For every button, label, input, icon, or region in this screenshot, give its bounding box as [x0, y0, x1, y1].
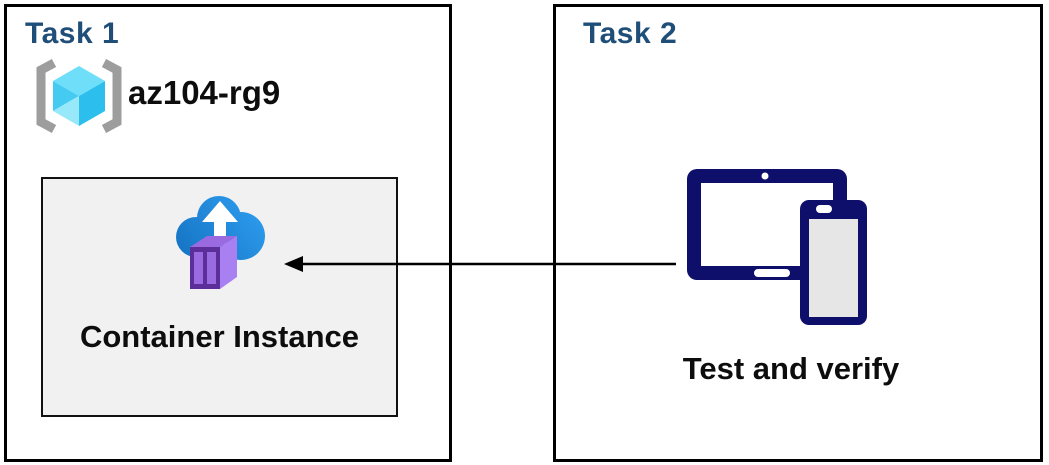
- container-instance-icon: [176, 196, 265, 289]
- right-bracket: [101, 59, 122, 133]
- cube-bottom-left-face: [53, 96, 79, 126]
- left-bracket: [36, 59, 57, 133]
- phone-speaker: [816, 205, 832, 213]
- tablet-and-phone-icon: [687, 169, 867, 325]
- tablet-home-button: [754, 269, 790, 277]
- container-instance-card: Container Instance: [41, 177, 398, 417]
- test-and-verify-label: Test and verify: [682, 351, 900, 386]
- task1-box: Task 1 az104-rg9: [4, 4, 452, 462]
- cube-left-face: [53, 81, 79, 111]
- phone-shape: [800, 200, 867, 325]
- container-box: [190, 236, 237, 289]
- resource-group-icon: [36, 59, 122, 133]
- task2-box: Task 2 Test and verify: [553, 4, 1043, 462]
- cube-right-face: [79, 81, 105, 126]
- container-instance-label: Container Instance: [79, 319, 360, 354]
- task2-title: Task 2: [583, 17, 678, 50]
- tablet-camera-dot: [761, 172, 769, 180]
- task1-title: Task 1: [25, 17, 120, 50]
- resource-group-name: az104-rg9: [128, 74, 281, 111]
